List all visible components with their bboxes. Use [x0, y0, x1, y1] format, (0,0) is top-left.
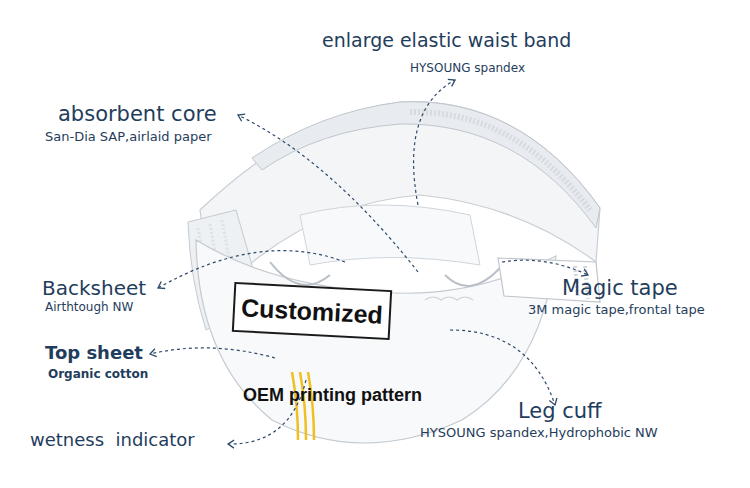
part-name: Magic tape — [562, 277, 678, 300]
custom-box: Customized — [232, 282, 392, 340]
material-note: HYSOUNG spandex,Hydrophobic NW — [420, 426, 658, 440]
wetness-indicator-line — [292, 372, 298, 440]
part-name: wetness indicator — [30, 430, 195, 450]
part-name: Top sheet — [45, 343, 143, 363]
part-name: Leg cuff — [518, 400, 602, 423]
wetness-indicator-line — [308, 372, 314, 440]
material-note: San-Dia SAP,airlaid paper — [45, 130, 212, 144]
leader-line — [450, 330, 555, 405]
leg-cuff — [270, 262, 500, 286]
material-note: HYSOUNG spandex — [410, 62, 525, 75]
material-note: 3M magic tape,frontal tape — [528, 303, 705, 317]
print-note: OEM printing pattern — [243, 386, 422, 406]
leader-line — [502, 260, 588, 275]
waist-band-texture — [410, 112, 590, 210]
part-name: absorbent core — [58, 103, 217, 126]
leader-line — [150, 348, 275, 358]
leader-line — [238, 115, 418, 272]
leader-line — [414, 80, 455, 205]
part-name: enlarge elastic waist band — [322, 30, 571, 51]
part-name: Backsheet — [42, 277, 146, 299]
material-note: Organic cotton — [48, 368, 148, 381]
box-text: Customized — [240, 293, 383, 329]
material-note: Airthtough NW — [45, 301, 133, 314]
